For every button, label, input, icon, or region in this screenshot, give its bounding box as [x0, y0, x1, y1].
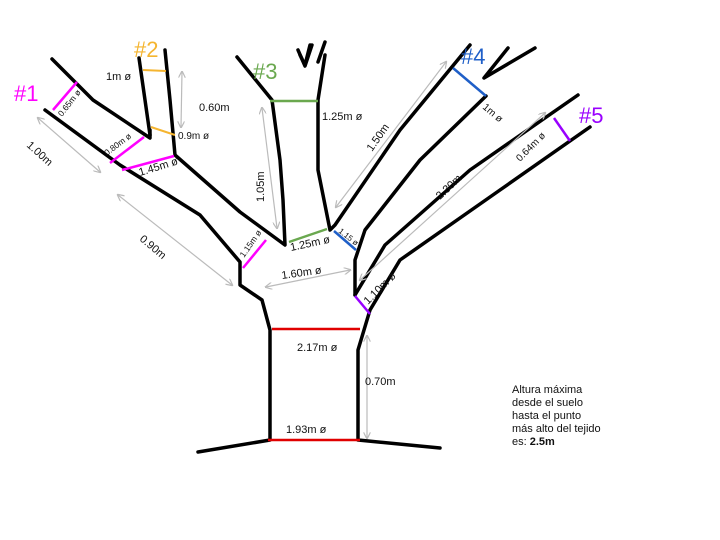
branch-1-number: #1	[14, 81, 38, 106]
trunk-height: 0.70m	[365, 376, 396, 388]
b1-length-arrow	[38, 118, 100, 172]
b3-top-diam: 1.25m ø	[322, 111, 363, 123]
note-line-4: más alto del tejido	[512, 423, 601, 435]
b1-length2: 0.90m	[137, 233, 168, 262]
b1-base-bar	[121, 154, 175, 172]
b1-length: 1.00m	[24, 139, 55, 168]
b5-length-arrow	[360, 113, 545, 280]
b3-base-bar	[288, 227, 328, 244]
branch-5-number: #5	[579, 103, 603, 128]
b2-top-diam: 1m ø	[106, 71, 131, 83]
b2-base-bar	[150, 126, 176, 136]
b1-joint-diam: 1.15m ø	[237, 228, 263, 259]
fork-span-arrow	[266, 270, 350, 287]
b4-base-bar	[333, 230, 357, 251]
branch-3-right-edge	[316, 43, 472, 232]
b1-mid-diam: 0.80m ø	[102, 131, 133, 158]
b2-length-arrow	[181, 72, 182, 127]
b5-length: 2.30m	[434, 173, 465, 203]
branch-2-number: #2	[134, 37, 158, 62]
note-line-5: es: 2.5m	[512, 436, 601, 449]
measurement-bars	[52, 67, 572, 442]
branch-1-lower-edge	[43, 108, 272, 454]
b3-base-diam: 1.25m ø	[289, 234, 331, 254]
branch-3-number: #3	[253, 59, 277, 84]
branch-2-left-edge	[137, 56, 152, 137]
dimension-arrows	[38, 62, 545, 438]
b1-top-bar	[52, 81, 78, 111]
b1-joint-bar	[242, 239, 267, 269]
b2-base-diam: 0.9m ø	[178, 131, 209, 142]
fork-span: 1.60m ø	[281, 264, 323, 282]
trunk-top-diam: 2.17m ø	[297, 342, 338, 354]
branch-4-crown	[482, 46, 537, 80]
b2-top-bar	[142, 69, 167, 72]
note-prefix: es:	[512, 436, 530, 448]
max-height-note: Altura máxima desde el suelo hasta el pu…	[512, 384, 601, 449]
b4-top-diam: 1m ø	[480, 102, 505, 125]
b3-length: 1.05m	[255, 171, 267, 202]
b2-length: 0.60m	[199, 102, 230, 114]
b1-length2-arrow	[118, 195, 232, 285]
note-line-3: hasta el punto	[512, 410, 582, 422]
branch-3-crown	[296, 40, 327, 68]
b4-top-bar	[452, 67, 487, 97]
branch-5-left-edge	[353, 93, 580, 297]
note-line-1: Altura máxima	[512, 384, 583, 396]
b3-length-arrow	[262, 108, 277, 228]
max-height-value: 2.5m	[529, 436, 555, 448]
note-line-2: desde el suelo	[512, 397, 583, 409]
b1-mid-bar	[109, 136, 145, 164]
trunk-base-diam: 1.93m ø	[286, 424, 327, 436]
b5-base-bar	[354, 295, 371, 315]
branch-4-number: #4	[461, 44, 485, 69]
b4-length-arrow	[336, 62, 446, 207]
b5-top-bar	[552, 117, 572, 142]
